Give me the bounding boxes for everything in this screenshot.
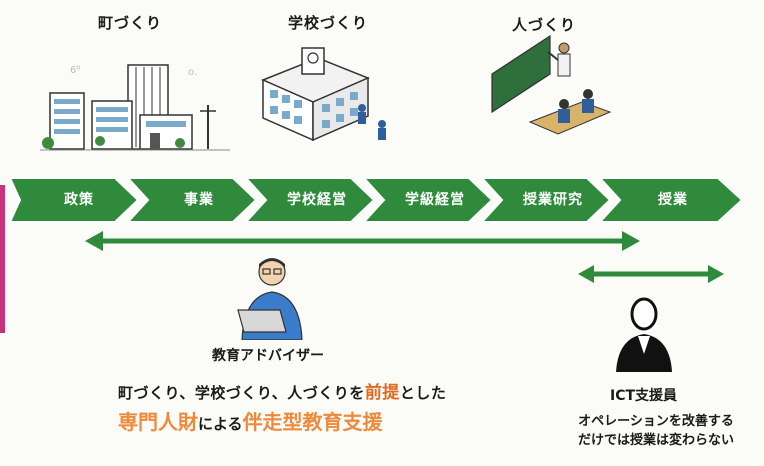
ict-scope-arrow: [578, 265, 724, 283]
heading-people: 人づくり: [512, 16, 577, 34]
classroom-icon: [491, 34, 612, 135]
step-school-management: 学校経営: [287, 192, 347, 208]
svg-text:6⁰: 6⁰: [70, 65, 80, 76]
left-edge-bar: [0, 185, 5, 333]
tagline-line2: 専門人財による伴走型教育支援: [118, 406, 383, 435]
advisor-person-icon: [237, 258, 303, 340]
chevron-1: [8, 177, 140, 223]
ict-note-line1: オペレーションを改善する: [578, 414, 734, 429]
chevron-5: [479, 177, 612, 223]
tagline-line1: 町づくり、学校づくり、人づくりを前提とした: [118, 378, 446, 403]
ict-note: オペレーションを改善する だけでは授業は変わらない: [556, 412, 756, 450]
tagline-line1-suffix: とした: [399, 384, 447, 402]
tagline-highlight: 前提: [364, 383, 400, 403]
heading-school: 学校づくり: [288, 14, 369, 32]
step-project: 事業: [184, 192, 214, 208]
chevron-3: [243, 177, 376, 223]
tagline-expert: 専門人財: [118, 410, 198, 434]
town-buildings-icon: 6⁰ ο.: [40, 64, 230, 151]
step-class-management: 学級経営: [405, 192, 465, 208]
tagline-line1-text: 町づくり、学校づくり、人づくりを: [118, 384, 365, 402]
chevron-6: [597, 177, 744, 223]
chevron-4: [361, 177, 494, 223]
ict-label: ICT支援員: [610, 388, 678, 404]
advisor-label: 教育アドバイザー: [212, 348, 324, 364]
ict-person-icon: [616, 297, 672, 372]
ict-note-line2: だけでは授業は変わらない: [577, 433, 734, 448]
school-building-icon: [261, 47, 386, 142]
process-chevrons: [8, 177, 744, 223]
heading-town: 町づくり: [98, 14, 163, 32]
svg-text:ο.: ο.: [188, 67, 197, 78]
step-policy: 政策: [64, 192, 94, 208]
advisor-scope-arrow: [85, 231, 640, 251]
step-lesson-research: 授業研究: [523, 192, 583, 208]
tagline-support: 伴走型教育支援: [242, 410, 383, 434]
tagline-by: による: [198, 415, 243, 433]
chevron-2: [125, 177, 258, 223]
step-lesson: 授業: [658, 192, 688, 208]
